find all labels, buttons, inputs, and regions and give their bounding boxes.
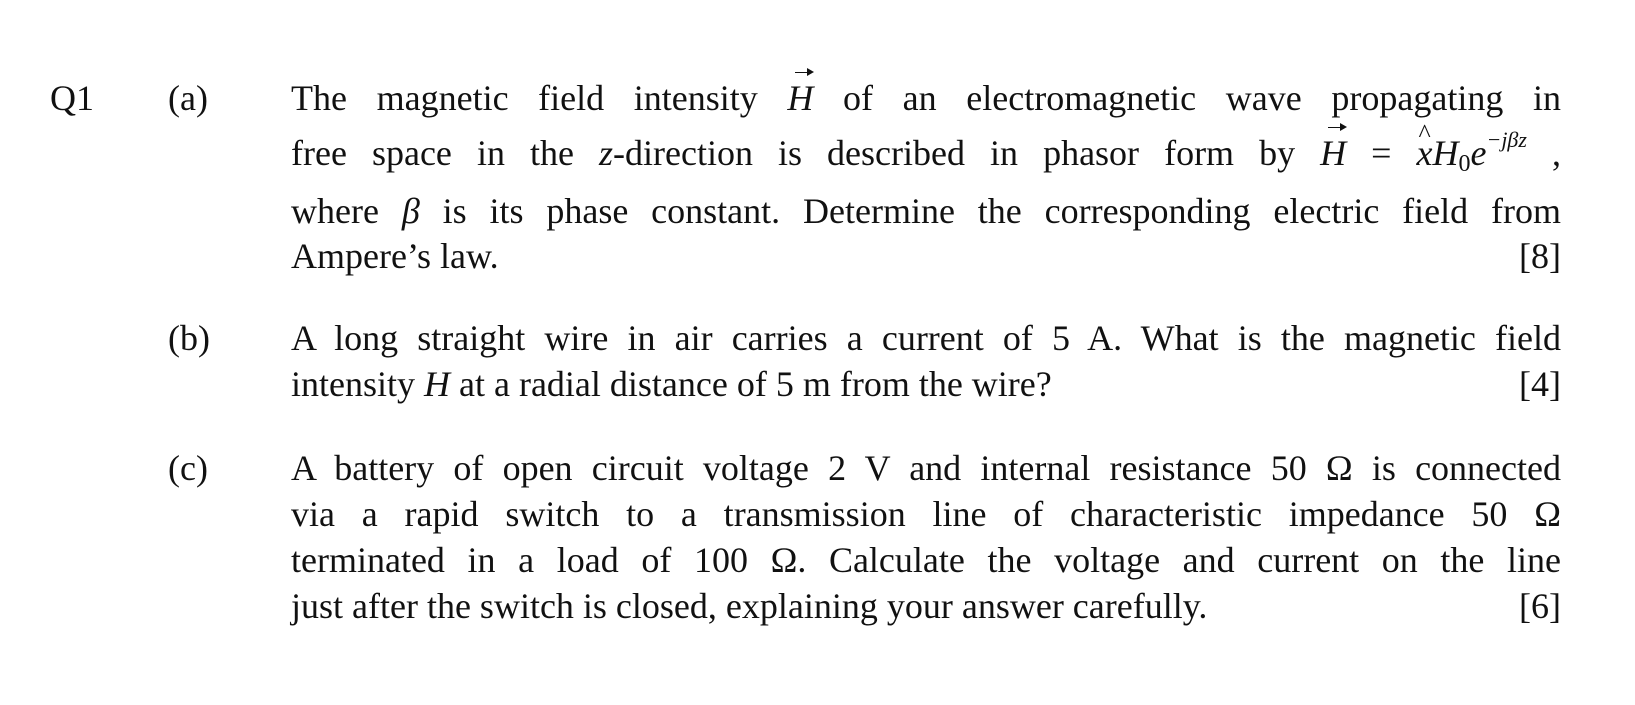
h-vector-symbol: H (787, 68, 815, 118)
part-a-line-1: The magnetic field intensity H of an ele… (291, 68, 1561, 118)
part-a-line-2: free space in the z-direction is describ… (291, 121, 1561, 176)
part-b-line-2: intensity H at a radial distance of 5 m … (291, 364, 1052, 404)
part-a-line-3: where β is its phase constant. Determine… (291, 191, 1561, 231)
part-c-line-4: just after the switch is closed, explain… (291, 586, 1208, 626)
part-a-line-4: Ampere’s law. (291, 236, 499, 276)
part-a-marks: [8] (1519, 236, 1561, 276)
part-c-marks: [6] (1519, 586, 1561, 626)
part-c-line-1: A battery of open circuit voltage 2 V an… (291, 448, 1561, 488)
part-c-line-2: via a rapid switch to a transmission lin… (291, 494, 1561, 534)
phasor-equation: H = xH0e−jβz (1320, 121, 1527, 176)
part-b-label: (b) (168, 318, 210, 358)
part-a-label: (a) (168, 78, 208, 118)
part-b-marks: [4] (1519, 364, 1561, 404)
part-b-line-1: A long straight wire in air carries a cu… (291, 318, 1561, 358)
question-number: Q1 (50, 78, 94, 118)
part-c-label: (c) (168, 448, 208, 488)
part-c-line-3: terminated in a load of 100 Ω. Calculate… (291, 540, 1561, 580)
